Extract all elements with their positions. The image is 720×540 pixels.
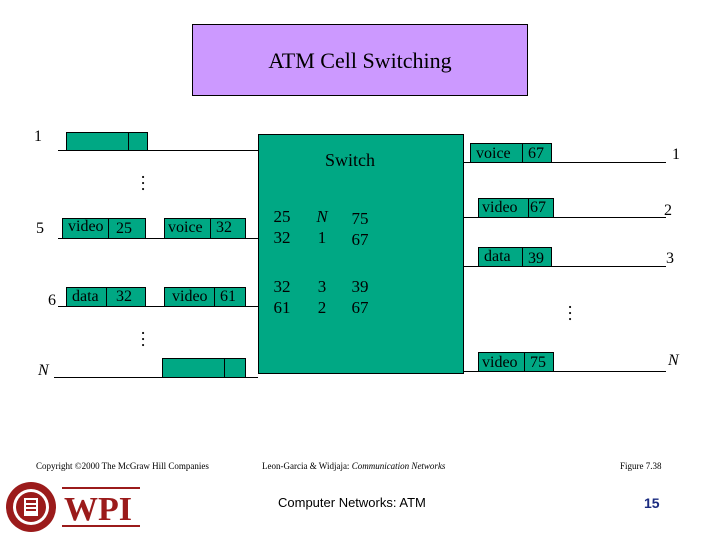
out1-cell-num: 67 xyxy=(528,145,544,162)
footer-book-title: Communication Networks xyxy=(351,461,446,471)
footer-authors: Leon-Garcia & Widjaja: Communication Net… xyxy=(262,461,445,471)
input-port-N: N xyxy=(38,362,49,379)
output-port-1: 1 xyxy=(672,146,680,163)
output-port-N: N xyxy=(668,352,679,369)
cell-data-32-vci xyxy=(106,287,146,307)
out3-cell-num: 39 xyxy=(528,250,544,267)
cell-voice-32-text: voice xyxy=(168,219,203,236)
input-line-N xyxy=(54,377,258,378)
wpi-logo: WPI xyxy=(62,486,140,528)
input-port-1: 1 xyxy=(34,128,42,145)
cell-data-32-text: data xyxy=(72,288,99,305)
output-line-2 xyxy=(464,217,666,218)
cell-empty-in1b xyxy=(128,132,148,151)
wpi-seal-icon xyxy=(4,480,58,534)
input-line-1 xyxy=(58,150,258,151)
output-line-N xyxy=(464,371,666,372)
cell-video-61-text: video xyxy=(172,288,208,305)
out3-cell-vci xyxy=(522,247,552,267)
out3-cell-text: data xyxy=(484,248,511,265)
diagram-title: ATM Cell Switching xyxy=(268,48,452,73)
input-port-6: 6 xyxy=(48,292,56,309)
out2-cell-text: video xyxy=(482,199,518,216)
footer-copyright: Copyright ©2000 The McGraw Hill Companie… xyxy=(36,461,209,471)
cell-empty-in1a xyxy=(66,132,130,151)
input-ellipsis-top: … xyxy=(138,174,158,191)
outN-cell-text: video xyxy=(482,354,518,371)
cell-data-32-num: 32 xyxy=(116,288,132,305)
cell-video-25-vci xyxy=(108,218,146,239)
title-box xyxy=(192,24,528,96)
output-port-3: 3 xyxy=(666,250,674,267)
cell-video-25-text: video xyxy=(68,218,104,235)
cell-voice-32-num: 32 xyxy=(216,219,232,236)
output-line-1 xyxy=(464,162,666,163)
input-line-5 xyxy=(58,238,258,239)
input-port-5: 5 xyxy=(36,220,44,237)
cell-empty-inNb xyxy=(224,358,246,378)
input-line-6 xyxy=(58,306,258,307)
cell-video-25-num: 25 xyxy=(116,220,132,237)
switch-box xyxy=(258,134,464,374)
outN-cell-vci xyxy=(524,352,554,372)
outN-cell-num: 75 xyxy=(530,354,546,371)
out2-cell-num: 67 xyxy=(530,199,546,216)
out1-cell-text: voice xyxy=(476,145,511,162)
footer-course: Computer Networks: ATM xyxy=(278,495,426,510)
cell-voice-32-vci xyxy=(210,218,246,239)
output-line-3 xyxy=(464,266,666,267)
footer-figure: Figure 7.38 xyxy=(620,461,662,471)
out1-cell-vci xyxy=(522,143,552,163)
page-number: 15 xyxy=(644,495,660,511)
cell-empty-inNa xyxy=(162,358,226,378)
out2-cell-vci xyxy=(528,198,554,218)
input-ellipsis-bottom: … xyxy=(138,330,158,347)
footer-author-names: Leon-Garcia & Widjaja: xyxy=(262,461,350,471)
svg-text:WPI: WPI xyxy=(64,491,132,528)
cell-video-61-vci xyxy=(214,287,246,307)
output-ellipsis: … xyxy=(565,304,585,321)
output-port-2: 2 xyxy=(664,202,672,219)
switch-label: Switch xyxy=(324,150,375,170)
cell-video-61-num: 61 xyxy=(220,288,236,305)
